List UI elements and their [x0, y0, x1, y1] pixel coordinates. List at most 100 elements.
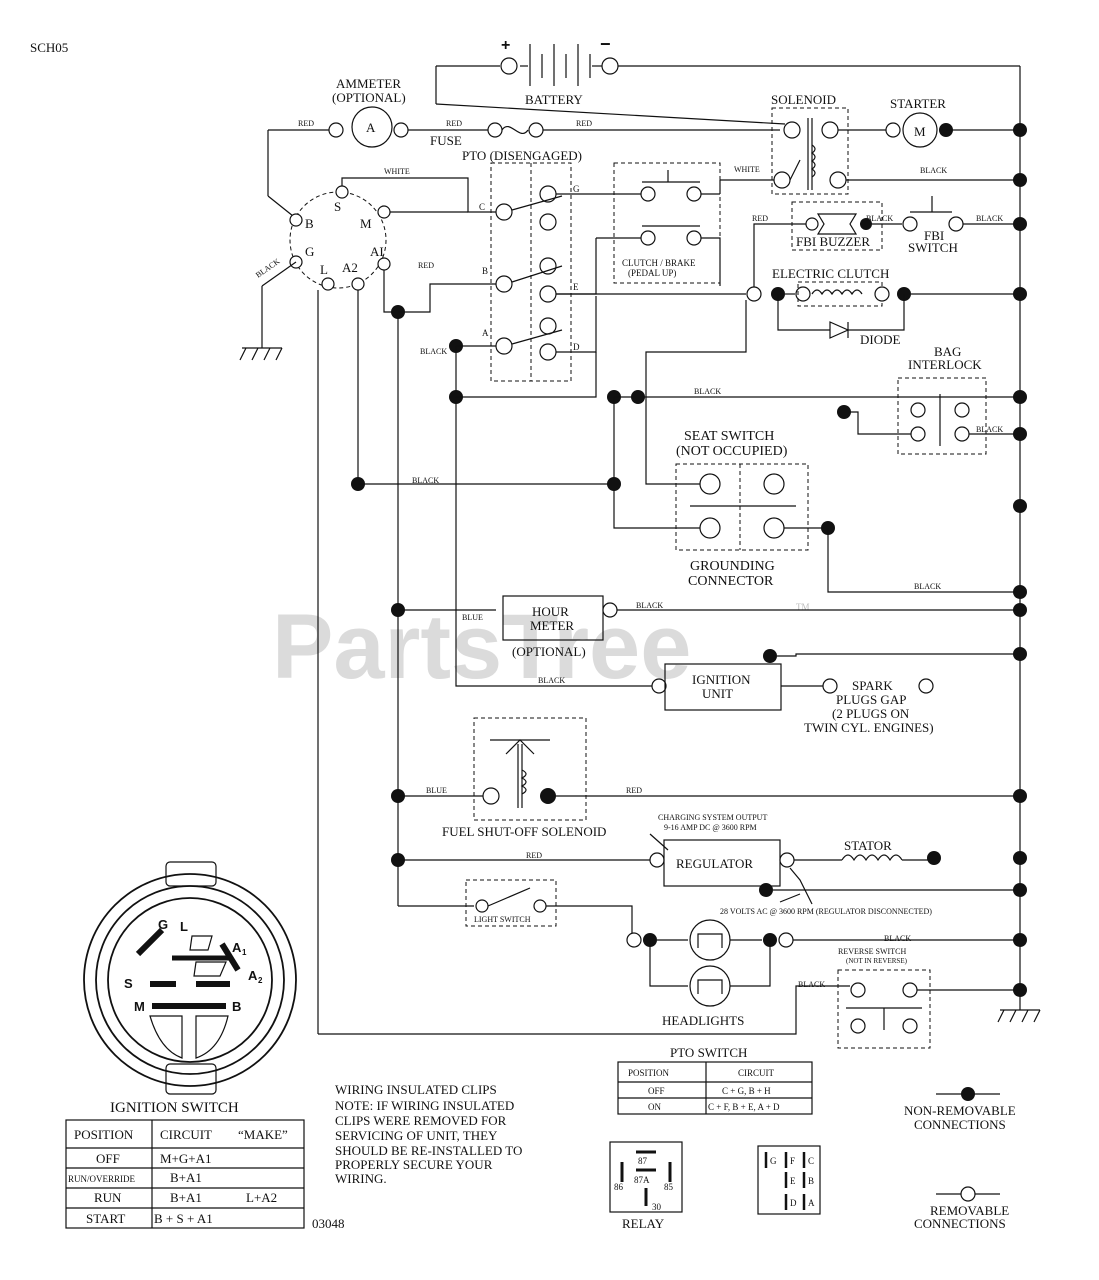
- connector-pin: F: [790, 1156, 795, 1166]
- ign-row-make: L+A2: [246, 1190, 277, 1205]
- relay-pin: 30: [652, 1202, 662, 1212]
- ammeter-optional: (OPTIONAL): [332, 90, 406, 105]
- ground-symbol-right: [997, 1009, 1041, 1023]
- clutch-brake-line1: CLUTCH / BRAKE: [622, 258, 696, 268]
- wire-red-label: RED: [298, 119, 314, 128]
- legend: [936, 1087, 1000, 1202]
- pto-terminal-b: B: [482, 266, 488, 276]
- figure-number: 03048: [312, 1216, 345, 1231]
- ign-face-g: G: [158, 917, 168, 932]
- connector-pin: D: [790, 1198, 797, 1208]
- pto-col-circuit: CIRCUIT: [738, 1068, 775, 1078]
- pto-terminal-c: C: [479, 202, 485, 212]
- stator-label: STATOR: [844, 838, 892, 853]
- wire-black-label: BLACK: [538, 676, 565, 685]
- ign-col-position: POSITION: [74, 1127, 134, 1142]
- wire-red-label: RED: [576, 119, 592, 128]
- regulator-label: REGULATOR: [676, 856, 753, 871]
- legend-removable: REMOVABLE: [930, 1203, 1009, 1218]
- fuel-solenoid: [391, 717, 1020, 821]
- clutch-brake-switch: [556, 162, 774, 353]
- wire-black-label: BLACK: [976, 214, 1003, 223]
- hour-meter-line2: METER: [530, 618, 574, 633]
- battery-minus: −: [600, 34, 611, 54]
- pto-switch: [490, 162, 572, 382]
- light-switch: [465, 879, 633, 940]
- wire-blue-label: BLUE: [462, 613, 483, 622]
- wire-white: [341, 177, 496, 213]
- wire-black-label: BLACK: [636, 601, 663, 610]
- ign-terminal-a2: A2: [342, 260, 358, 275]
- battery-label: BATTERY: [525, 92, 583, 107]
- pto-row-circuit: C + G, B + H: [722, 1086, 771, 1096]
- legend-non-removable: CONNECTIONS: [914, 1117, 1006, 1132]
- wire-black-label: BLACK: [798, 980, 825, 989]
- wire-black-label: BLACK: [920, 166, 947, 175]
- solenoid-label: SOLENOID: [771, 92, 836, 107]
- bag-interlock: [837, 377, 1020, 455]
- ign-col-make: “MAKE”: [238, 1127, 288, 1142]
- ign-face-b: B: [232, 999, 241, 1014]
- wire-red-label: RED: [418, 261, 434, 270]
- ign-row-position: START: [86, 1211, 125, 1226]
- connector-pin: A: [808, 1198, 815, 1208]
- hour-meter-optional: (OPTIONAL): [512, 644, 586, 659]
- bag-interlock-line2: INTERLOCK: [908, 357, 982, 372]
- grounding-connector-line1: GROUNDING: [690, 559, 775, 574]
- relay-pin: 86: [614, 1182, 624, 1192]
- seat-switch-line1: SEAT SWITCH: [684, 429, 774, 444]
- ignition-unit: [651, 649, 1020, 711]
- ign-row-position: RUN/OVERRIDE: [68, 1174, 136, 1184]
- wire-black-label: BLACK: [420, 347, 447, 356]
- ign-terminal-a1: AI: [370, 244, 384, 259]
- solenoid: [771, 107, 849, 195]
- watermark-tm: TM: [796, 602, 810, 612]
- pto-switch-table: [617, 1061, 813, 1115]
- relay-diagram: [609, 1141, 683, 1213]
- hour-meter-line1: HOUR: [532, 604, 569, 619]
- pto-row-position: ON: [648, 1102, 661, 1112]
- electric-clutch-label: ELECTRIC CLUTCH: [772, 266, 889, 281]
- pto-label: PTO (DISENGAGED): [462, 148, 582, 163]
- ign-face-a2: A: [248, 968, 258, 983]
- wire-white-label: WHITE: [734, 165, 760, 174]
- starter: [838, 112, 1020, 148]
- ground-bus-dots: [1013, 123, 1027, 997]
- clips-note-line: WIRING INSULATED CLIPS: [335, 1082, 497, 1097]
- wire-black-label: BLACK: [254, 257, 282, 280]
- reverse-switch-line2: (NOT IN REVERSE): [846, 957, 908, 965]
- clips-note-line: WIRING.: [335, 1171, 387, 1186]
- connector-pins: [757, 1145, 821, 1215]
- pto-row-circuit: C + F, B + E, A + D: [708, 1102, 780, 1112]
- spark-line2: PLUGS GAP: [836, 692, 906, 707]
- relay-pin: 87A: [634, 1175, 650, 1185]
- ign-terminal-l: L: [320, 262, 328, 277]
- connector-pin: B: [808, 1176, 814, 1186]
- relay-label: RELAY: [622, 1216, 665, 1231]
- ign-row-position: OFF: [96, 1151, 120, 1166]
- ign-terminal-b: B: [305, 216, 314, 231]
- ign-terminal-s: S: [334, 199, 341, 214]
- wire-red-label: RED: [752, 214, 768, 223]
- pto-col-position: POSITION: [628, 1068, 670, 1078]
- ign-row-circuit: B + S + A1: [154, 1211, 213, 1226]
- headlights: [626, 919, 1020, 1007]
- electric-clutch: [556, 281, 1020, 339]
- headlights-label: HEADLIGHTS: [662, 1013, 744, 1028]
- diode-label: DIODE: [860, 332, 900, 347]
- pto-terminal-a: A: [482, 328, 489, 338]
- wire-red-label: RED: [446, 119, 462, 128]
- ign-row-circuit: B+A1: [170, 1170, 202, 1185]
- harness-wires: [317, 270, 1020, 1035]
- pto-row-position: OFF: [648, 1086, 665, 1096]
- clutch-brake-line2: (PEDAL UP): [628, 268, 676, 278]
- fbi-switch-line1: FBI: [924, 228, 944, 243]
- ign-face-s: S: [124, 976, 133, 991]
- ign-col-circuit: CIRCUIT: [160, 1127, 212, 1142]
- ignition-unit-line1: IGNITION: [692, 672, 751, 687]
- ign-terminal-m: M: [360, 216, 372, 231]
- regulator-output-line2: 9-16 AMP DC @ 3600 RPM: [664, 823, 757, 832]
- page-code: SCH05: [30, 40, 68, 55]
- battery-plus: +: [501, 37, 510, 54]
- ign-face-a1-sub: 1: [242, 948, 247, 957]
